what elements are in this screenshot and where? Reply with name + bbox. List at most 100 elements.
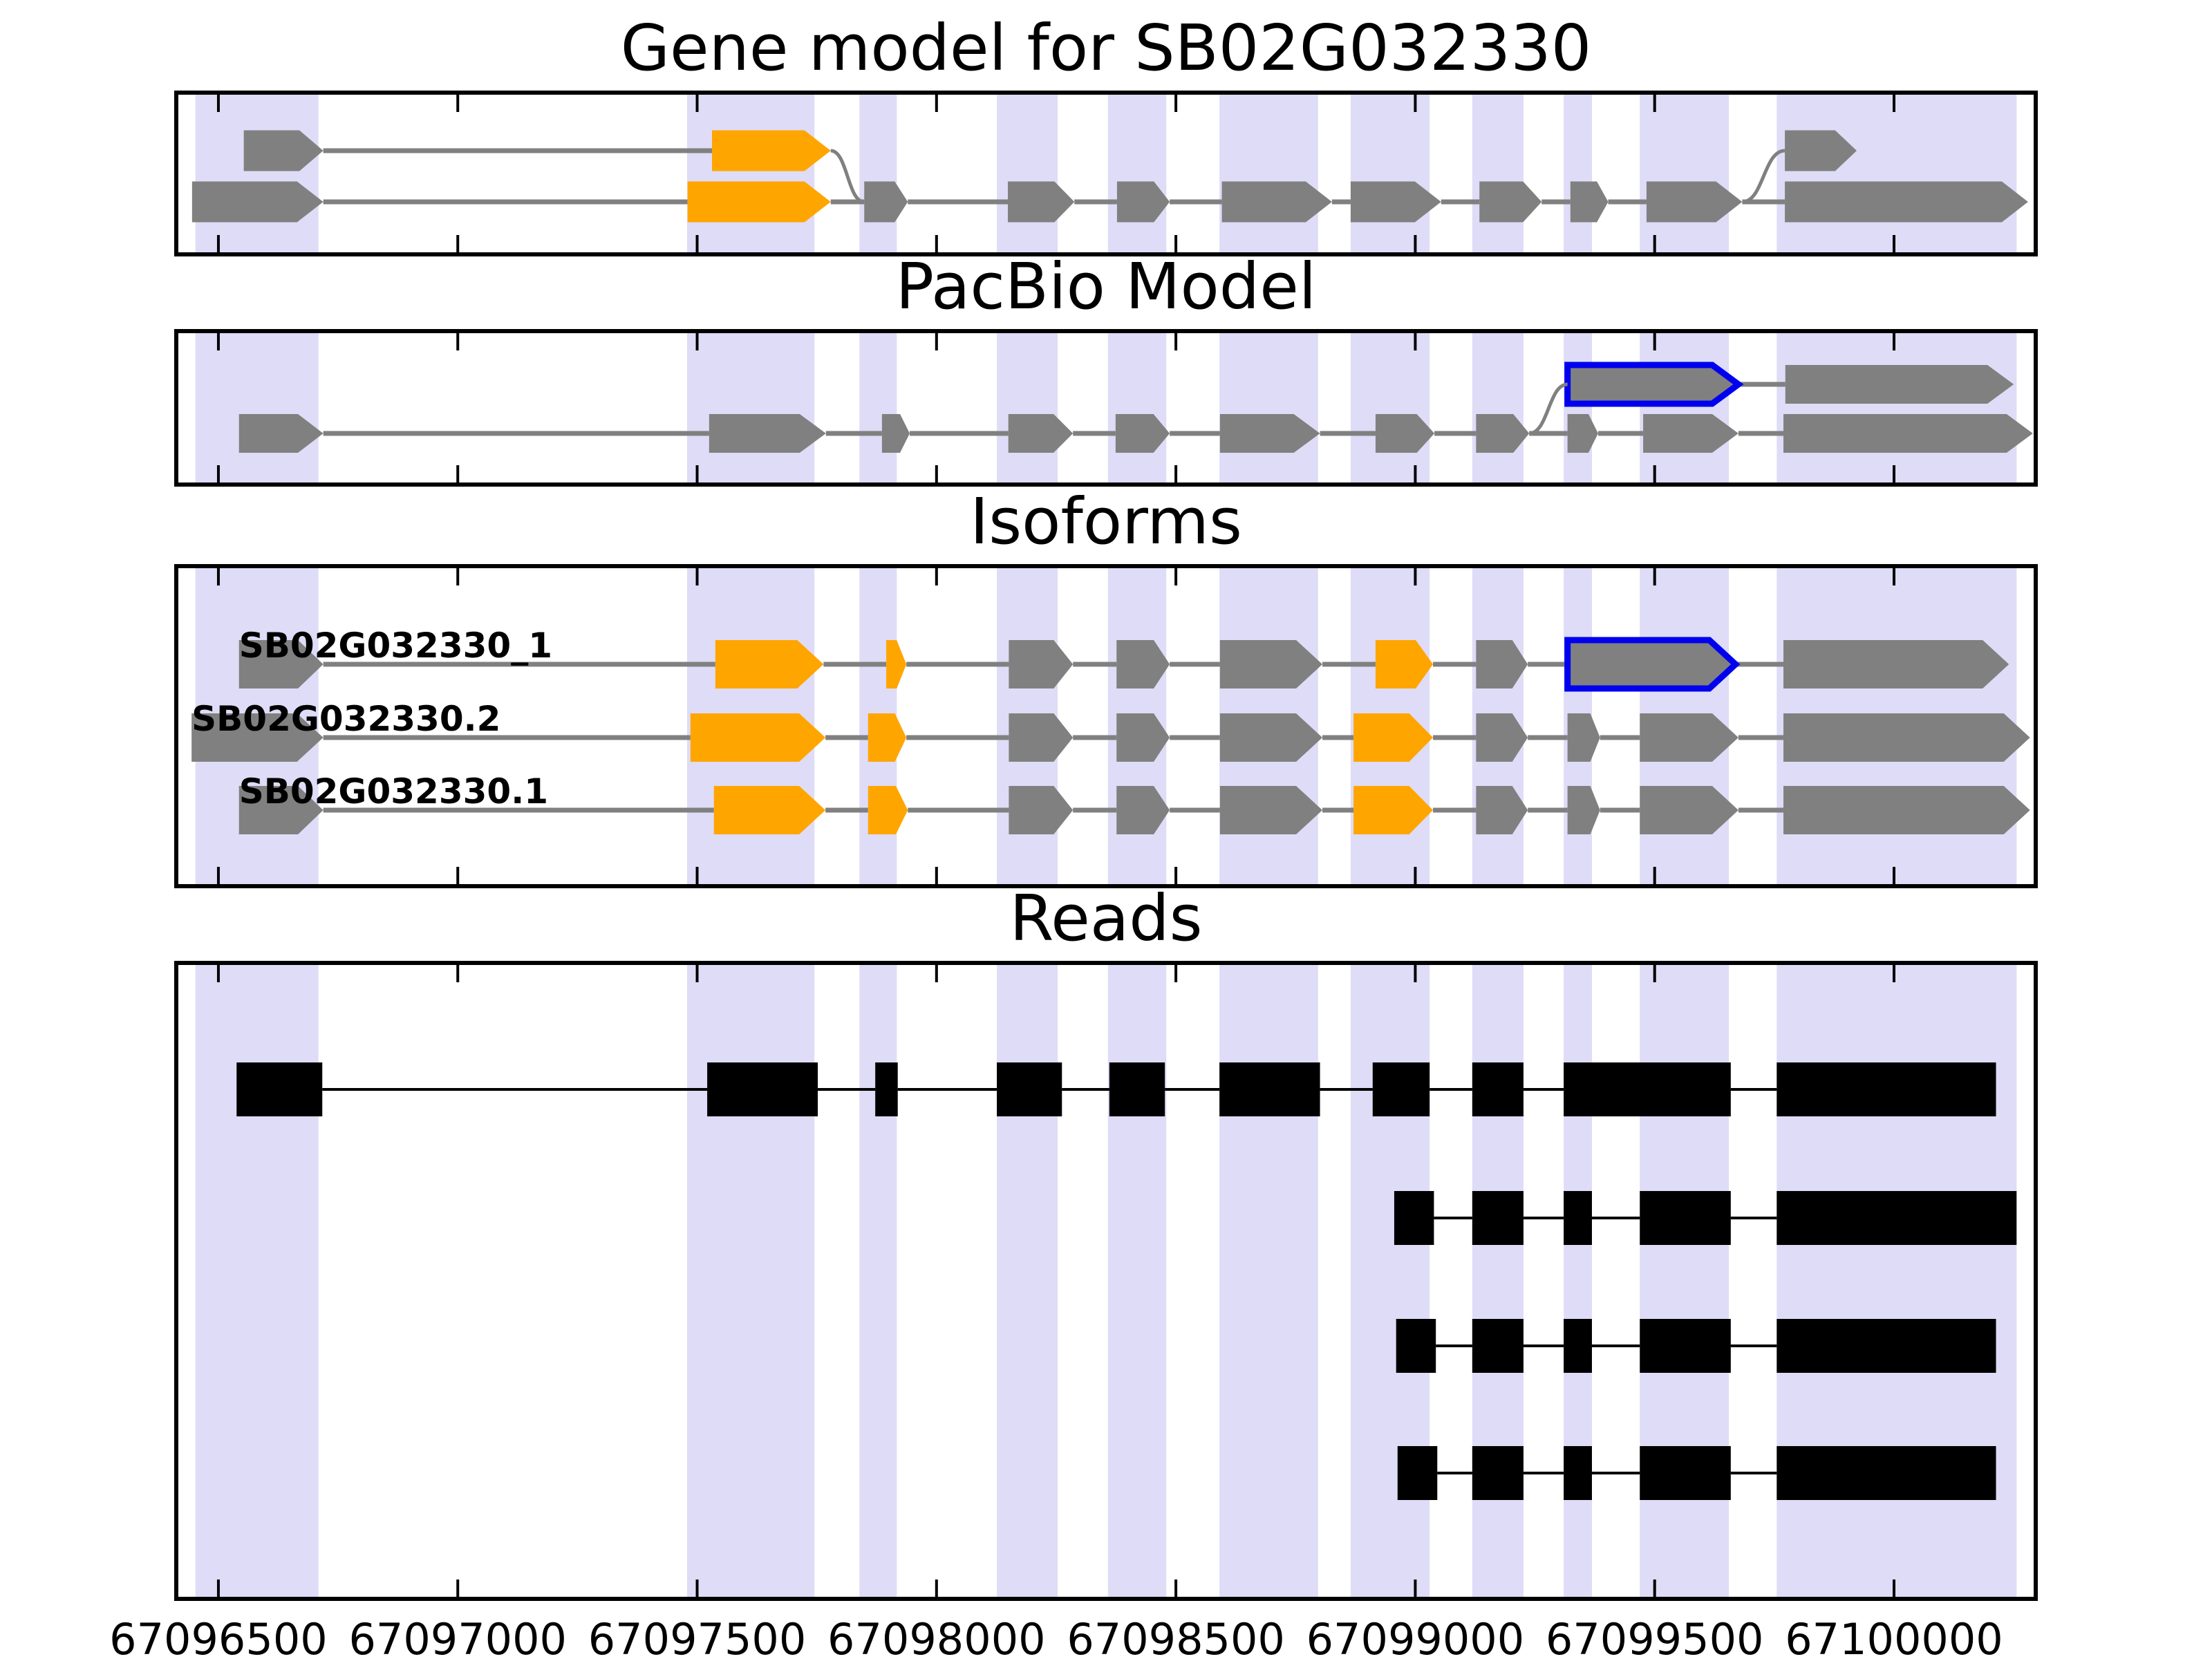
alt-exon-orange bbox=[690, 713, 826, 762]
exon-arrow bbox=[1116, 181, 1170, 223]
read-exon-block bbox=[1777, 1446, 1996, 1500]
novel-exon-blue-outline bbox=[1564, 637, 1741, 692]
alt-exon-orange bbox=[715, 640, 824, 688]
panel-border bbox=[174, 961, 2038, 1601]
alt-exon-orange bbox=[712, 130, 831, 171]
read-exon-block bbox=[1564, 1319, 1592, 1373]
read-exon-block bbox=[1396, 1319, 1436, 1373]
panel-reads bbox=[174, 961, 2038, 1601]
exon-highlight-stripe bbox=[859, 93, 897, 254]
exon-arrow bbox=[1219, 640, 1323, 688]
panel-gene-model bbox=[174, 91, 2038, 256]
read-exon-block bbox=[1397, 1446, 1438, 1500]
read-exon-block bbox=[875, 1062, 898, 1116]
exon-highlight-stripe bbox=[1640, 93, 1730, 254]
exon-arrow bbox=[1375, 414, 1435, 453]
alt-exon-orange bbox=[687, 181, 831, 223]
exon-highlight-stripe bbox=[997, 93, 1058, 254]
exon-highlight-stripe bbox=[1777, 331, 2017, 485]
exon-highlight-stripe bbox=[1472, 93, 1524, 254]
read-exon-block bbox=[1372, 1062, 1430, 1116]
exon-highlight-stripe bbox=[1777, 93, 2017, 254]
read-exon-block bbox=[1219, 1062, 1320, 1116]
exon-arrow bbox=[1640, 713, 1738, 762]
alt-exon-orange bbox=[1375, 640, 1434, 688]
exon-highlight-stripe bbox=[1472, 331, 1524, 485]
exon-arrow bbox=[1221, 181, 1332, 223]
read-exon-block bbox=[236, 1062, 323, 1116]
exon-highlight-stripe bbox=[1564, 331, 1592, 485]
exon-arrow bbox=[1219, 786, 1323, 834]
read-exon-block bbox=[1472, 1446, 1524, 1500]
exon-highlight-stripe bbox=[195, 331, 319, 485]
exon-highlight-stripe bbox=[686, 93, 815, 254]
exon-arrow bbox=[238, 640, 324, 688]
exon-arrow bbox=[191, 181, 324, 223]
exon-highlight-stripe bbox=[1219, 331, 1318, 485]
panel-title-isoforms: Isoforms bbox=[970, 485, 1242, 559]
exon-arrow bbox=[709, 414, 826, 453]
x-tick-label: 67100000 bbox=[1785, 1614, 2003, 1659]
panel-title-gene-model: Gene model for SB02G032330 bbox=[620, 11, 1592, 85]
read-exon-block bbox=[1777, 1191, 2017, 1245]
exon-arrow bbox=[238, 786, 324, 834]
x-tick-label: 67096500 bbox=[109, 1614, 328, 1659]
exon-highlight-stripe bbox=[1219, 963, 1318, 1599]
exon-arrow bbox=[1567, 713, 1600, 762]
read-exon-block bbox=[707, 1062, 818, 1116]
exon-arrow bbox=[1646, 181, 1743, 223]
exon-arrow bbox=[1009, 786, 1074, 834]
exon-arrow bbox=[1570, 181, 1609, 223]
x-tick-label: 67098000 bbox=[827, 1614, 1046, 1659]
exon-highlight-stripe bbox=[997, 963, 1058, 1599]
read-exon-block bbox=[1777, 1062, 1996, 1116]
exon-arrow bbox=[864, 181, 908, 223]
exon-highlight-stripe bbox=[195, 963, 319, 1599]
x-tick-label: 67099000 bbox=[1306, 1614, 1525, 1659]
exon-arrow bbox=[1783, 414, 2033, 453]
exon-arrow bbox=[1476, 713, 1528, 762]
read-exon-block bbox=[1777, 1319, 1996, 1373]
x-tick-label: 67097000 bbox=[348, 1614, 568, 1659]
read-exon-block bbox=[997, 1062, 1062, 1116]
read-exon-block bbox=[1109, 1062, 1165, 1116]
exon-arrow bbox=[243, 130, 324, 171]
read-exon-block bbox=[1472, 1319, 1524, 1373]
exon-highlight-stripe bbox=[1107, 963, 1167, 1599]
exon-arrow bbox=[1567, 414, 1598, 453]
exon-arrow bbox=[1785, 181, 2028, 223]
exon-arrow bbox=[1476, 786, 1528, 834]
exon-arrow bbox=[1116, 640, 1170, 688]
exon-highlight-stripe bbox=[859, 331, 897, 485]
exon-arrow bbox=[881, 414, 910, 453]
read-exon-block bbox=[1564, 1062, 1731, 1116]
exon-highlight-stripe bbox=[997, 331, 1058, 485]
exon-highlight-stripe bbox=[1350, 963, 1430, 1599]
exon-highlight-stripe bbox=[1219, 93, 1318, 254]
panel-isoforms bbox=[174, 564, 2038, 888]
exon-arrow bbox=[1567, 786, 1600, 834]
exon-highlight-stripe bbox=[1107, 93, 1167, 254]
splice-link-curve bbox=[1742, 149, 1785, 204]
x-tick-label: 67097500 bbox=[588, 1614, 807, 1659]
read-exon-block bbox=[1394, 1191, 1434, 1245]
alt-exon-orange bbox=[868, 786, 908, 834]
exon-arrow bbox=[1783, 713, 2030, 762]
exon-arrow bbox=[191, 713, 324, 762]
exon-arrow bbox=[1476, 640, 1528, 688]
exon-arrow bbox=[1008, 181, 1075, 223]
exon-arrow bbox=[1219, 713, 1323, 762]
exon-arrow bbox=[1219, 414, 1320, 453]
exon-arrow bbox=[1116, 713, 1170, 762]
read-exon-block bbox=[1564, 1191, 1592, 1245]
panel-border bbox=[174, 564, 2038, 888]
alt-exon-orange bbox=[1353, 786, 1434, 834]
exon-arrow bbox=[1640, 786, 1738, 834]
exon-arrow bbox=[1785, 365, 2014, 404]
alt-exon-orange bbox=[886, 640, 907, 688]
exon-arrow bbox=[238, 414, 324, 453]
alt-exon-orange bbox=[1353, 713, 1434, 762]
exon-highlight-stripe bbox=[1777, 963, 2017, 1599]
